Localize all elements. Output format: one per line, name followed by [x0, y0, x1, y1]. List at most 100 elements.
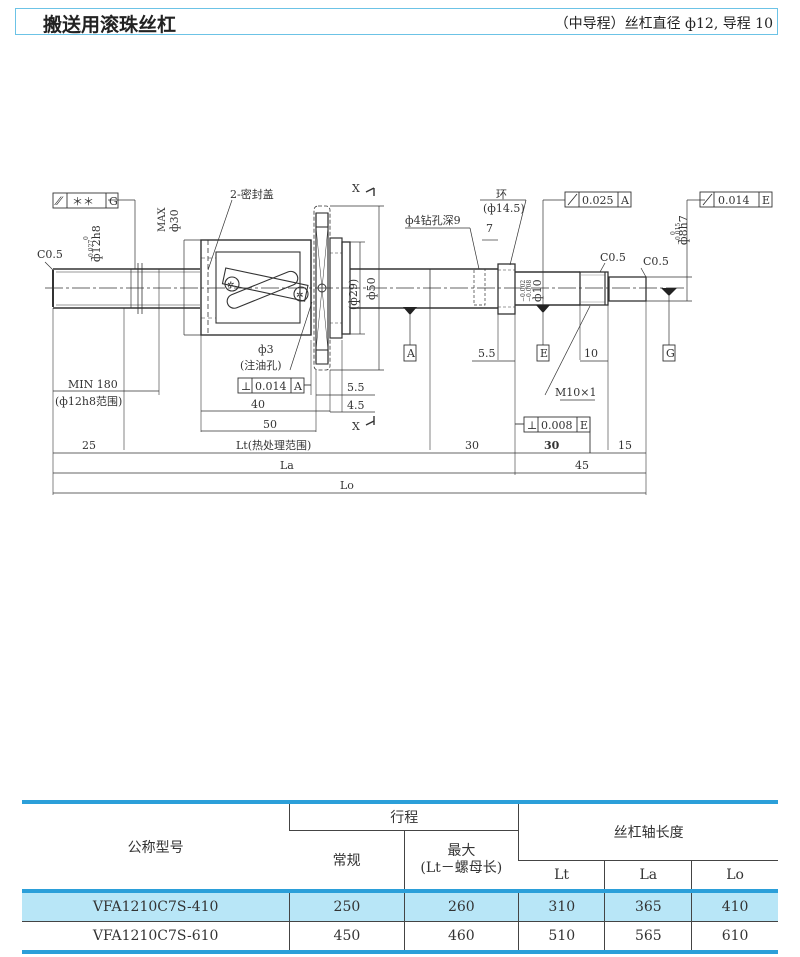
dim-25-label: 25 [82, 439, 96, 452]
cell-stroke-max: 260 [403, 891, 519, 922]
page-header: 搬送用滚珠丝杠 （中导程）丝杠直径 ф12, 导程 10 [15, 8, 778, 36]
left-shaft [52, 263, 200, 314]
vertical-dimensions [130, 200, 692, 371]
nut-body: ✲ ✲ [200, 239, 312, 336]
cell-stroke-normal: 450 [289, 921, 404, 954]
svg-text:✲: ✲ [227, 281, 235, 291]
tol-0025-value: 0.025 [582, 194, 614, 207]
dim-45-label: 45 [575, 459, 589, 472]
tol-left-datum: G [109, 195, 118, 208]
cell-lo: 410 [691, 891, 778, 922]
phi50-label: ф50 [365, 277, 378, 300]
tol-left-value: ＊＊ [72, 195, 94, 208]
phi12h8-tol-lower: −0.027 [88, 240, 95, 262]
tol-0014e-datum: E [762, 194, 770, 207]
th-shaft-length: 丝杠轴长度 [518, 800, 778, 861]
phi10-tol-upper: −0.002 [520, 280, 527, 302]
ball-screw-drawing: ✲ ✲ [37, 182, 773, 495]
phi29-label: (ф29) [347, 279, 360, 310]
perp-a-datum: A [293, 380, 303, 393]
datum-e-box [536, 344, 550, 362]
perp-e-value: 0.008 [541, 419, 573, 432]
table-row: VFA1210C7S-610 450 460 510 565 610 [22, 921, 778, 954]
right-shaft [350, 263, 647, 315]
dim-40-label: 40 [251, 398, 265, 411]
svg-text:✲: ✲ [296, 291, 304, 301]
extension-lines [52, 301, 647, 495]
phi3-label: ф3 [258, 343, 274, 356]
thread-label: M10×1 [555, 386, 596, 399]
section-x-bottom: X [352, 420, 360, 433]
dim-10-label: 10 [584, 347, 598, 360]
cell-model: VFA1210C7S-610 [22, 921, 290, 954]
perp-a-value: 0.014 [255, 380, 287, 393]
datum-a-label: A [406, 347, 416, 360]
th-stroke-max-label: 最大 [447, 843, 476, 859]
dim-7-label: 7 [486, 222, 493, 235]
oil-hole-label: (注油孔) [240, 358, 282, 372]
datum-a-box [403, 344, 417, 362]
phi8h7-tol-lower: −0.015 [675, 223, 682, 245]
cell-lt: 310 [518, 891, 605, 922]
cell-la: 565 [604, 921, 692, 954]
tol-frame-perp-e [515, 416, 591, 453]
dim-30-b-label: 30 [544, 439, 560, 452]
phi12h8-label: ф12h8 [90, 225, 103, 262]
lt-label: Lt(热处理范围) [236, 438, 311, 452]
la-label: La [280, 459, 294, 472]
perp-a-symbol: ⊥ [241, 380, 251, 393]
phi12h8-tol-upper: 0 [83, 236, 90, 240]
phi30-label: ф30 [168, 209, 181, 232]
c05-right2-label: C0.5 [643, 255, 669, 268]
th-stroke-max-note: (Lt－螺母长) [420, 860, 503, 876]
datum-e-label: E [540, 347, 548, 360]
th-lo: Lo [691, 860, 778, 893]
datum-g-box [662, 344, 676, 362]
min180-note: (ф12h8范围) [55, 394, 122, 408]
section-marker-x [365, 187, 375, 426]
tol-0014e-value: 0.014 [718, 194, 750, 207]
cell-lt: 510 [518, 921, 605, 954]
drill-hole-label: ф4钻孔深9 [405, 213, 461, 227]
th-model: 公称型号 [22, 800, 290, 893]
tol-0025-datum: A [620, 194, 630, 207]
table-row: VFA1210C7S-410 250 260 310 365 410 [22, 891, 778, 922]
max-label: MAX [157, 207, 168, 232]
tol-frame-0014-e [699, 191, 773, 208]
c05-left-label: C0.5 [37, 248, 63, 261]
nut-flange [313, 205, 351, 371]
dimension-lines [53, 239, 646, 494]
dim-4-5-label: 4.5 [347, 399, 365, 412]
phi8h7-tol-upper: 0 [670, 231, 677, 235]
drawing-labels: C0.5 ⁄⁄ ＊＊ G ф12h8 0 −0.027 MAX ф30 2-密封… [37, 182, 770, 492]
min180-label: MIN 180 [68, 378, 118, 391]
datum-markers [403, 288, 677, 315]
runout-icon: ⁄⁄ [54, 195, 64, 208]
perp-e-symbol: ⊥ [527, 419, 537, 432]
cell-stroke-max: 460 [403, 921, 519, 954]
cell-model: VFA1210C7S-410 [22, 891, 290, 922]
dim-5-5-a-label: 5.5 [347, 381, 365, 394]
page-subtitle: （中导程）丝杠直径 ф12, 导程 10 [554, 16, 773, 32]
dim-15-label: 15 [618, 439, 632, 452]
tol-frame-perp-a [237, 377, 311, 394]
dim-5-5-b-label: 5.5 [478, 347, 496, 360]
tol-frame-0025 [564, 191, 632, 208]
th-stroke-max: 最大 (Lt－螺母长) [403, 830, 519, 893]
perp-e-datum: E [580, 419, 588, 432]
phi10-tol-lower: −0.008 [526, 280, 533, 302]
ring-label: 环 [496, 188, 507, 201]
c05-right1-label: C0.5 [600, 251, 626, 264]
th-lt: Lt [518, 860, 605, 893]
leader-lines [44, 199, 705, 396]
tol-frame-left [52, 192, 119, 209]
dim-30-a-label: 30 [465, 439, 479, 452]
ring-dia-label: (ф14.5) [483, 202, 525, 215]
page-title: 搬送用滚珠丝杠 [43, 14, 177, 36]
cell-lo: 610 [691, 921, 778, 954]
cell-la: 365 [604, 891, 692, 922]
lo-label: Lo [340, 479, 354, 492]
dim-50-label: 50 [263, 418, 277, 431]
cell-stroke-normal: 250 [289, 891, 404, 922]
seal-cap-label: 2-密封盖 [230, 187, 274, 201]
